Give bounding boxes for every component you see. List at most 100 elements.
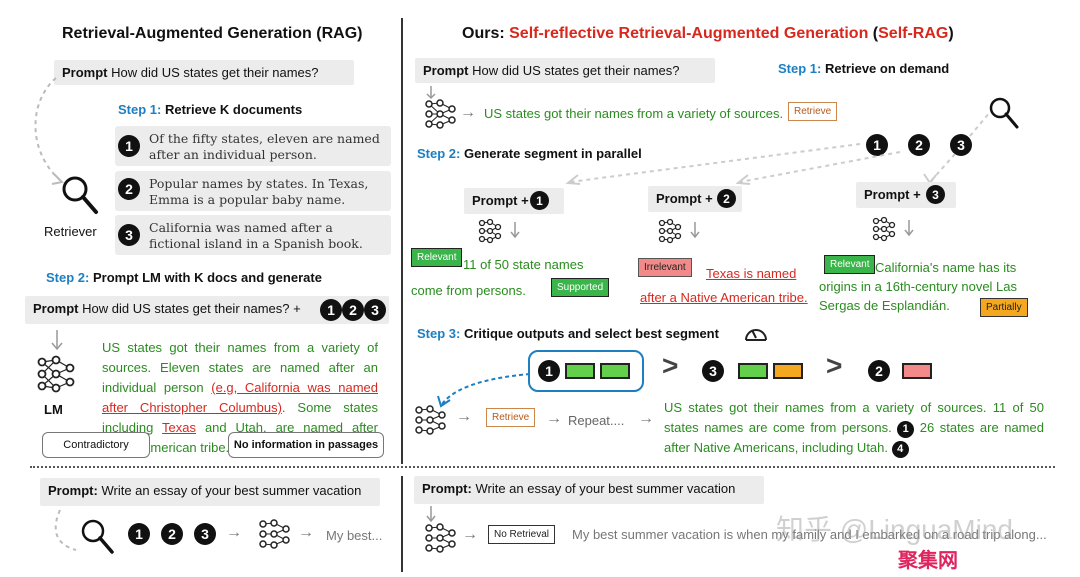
seg1-num: 1 bbox=[530, 191, 549, 210]
seg2-irrelevant-tag: Irrelevant bbox=[638, 258, 692, 277]
down-arrow bbox=[426, 86, 436, 100]
final-output: US states got their names from a variety… bbox=[664, 398, 1044, 458]
prompt-label: Prompt bbox=[62, 65, 108, 80]
prompt-label: Prompt bbox=[423, 63, 469, 78]
prompt-label: Prompt: bbox=[422, 481, 472, 496]
doc-num-3: 3 bbox=[118, 224, 140, 246]
gt-symbol-2: > bbox=[826, 350, 843, 381]
arrow-glyph: → bbox=[456, 408, 472, 425]
dashed-curve-arrow bbox=[34, 77, 65, 185]
selfrag-step3: Step 3: Critique outputs and select best… bbox=[417, 326, 719, 341]
search-icon bbox=[989, 97, 1019, 129]
no-info-tag: No information in passages bbox=[228, 432, 384, 458]
neural-network-icon bbox=[478, 218, 520, 244]
arrow-glyph: → bbox=[460, 104, 476, 121]
seg1-supported-tag: Supported bbox=[551, 278, 610, 297]
seg3-partially-tag: Partially bbox=[980, 298, 1028, 317]
rag-step1: Step 1: Retrieve K documents bbox=[118, 102, 302, 117]
prompt-text: How did US states get their names? bbox=[472, 63, 680, 78]
final-num-2: 4 bbox=[891, 440, 909, 458]
title-main: Self-reflective Retrieval-Augmented Gene… bbox=[509, 25, 869, 42]
step-label: Step 1: bbox=[118, 102, 162, 117]
prompt2-num-2: 2 bbox=[342, 299, 364, 321]
down-arrow bbox=[51, 330, 63, 351]
title-prefix: Ours: bbox=[462, 25, 505, 42]
step-text: Critique outputs and select best segment bbox=[463, 326, 719, 341]
retrieve-tag-2: Retrieve bbox=[486, 408, 536, 427]
arrow-glyph: → bbox=[462, 526, 478, 543]
prompt-text: How did US states get their names? bbox=[111, 65, 319, 80]
final-num-1: 1 bbox=[897, 420, 915, 438]
step2-num-2: 2 bbox=[908, 134, 930, 156]
retrieve-tag: Retrieve bbox=[788, 102, 838, 121]
arrow-glyph: → bbox=[638, 410, 654, 427]
bottom-left-prompt: Prompt: Write an essay of your best summ… bbox=[40, 478, 380, 506]
prompt-label: Prompt: bbox=[48, 483, 98, 498]
neural-network-icon bbox=[37, 355, 75, 393]
rag-step2: Step 2: Prompt LM with K docs and genera… bbox=[46, 270, 322, 285]
rank2-green-box bbox=[738, 363, 768, 379]
neural-network-icon bbox=[415, 405, 446, 435]
title-paren-close: ) bbox=[948, 25, 954, 42]
seg3-relevant-tag: Relevant bbox=[824, 255, 876, 274]
rank2-orange-box bbox=[773, 363, 803, 379]
bottom-num-2: 2 bbox=[161, 523, 183, 545]
rank2-num: 3 bbox=[702, 360, 724, 382]
seg3-text: California's name has its origins in a 1… bbox=[819, 260, 1018, 313]
step-text: Prompt LM with K docs and generate bbox=[92, 270, 322, 285]
doc-text: Popular names by states. In Texas, Emma … bbox=[149, 176, 369, 207]
blue-dashed-arrow bbox=[437, 373, 531, 408]
bottom-right-prompt: Prompt: Write an essay of your best summ… bbox=[414, 476, 764, 504]
prompt-text: Write an essay of your best summer vacat… bbox=[475, 481, 736, 496]
rag-doc-2: Popular names by states. In Texas, Emma … bbox=[115, 171, 391, 211]
gt-symbol-1: > bbox=[662, 350, 679, 381]
step-label: Step 3: bbox=[417, 326, 461, 341]
neural-network-icon bbox=[425, 523, 456, 553]
step-text: Generate segment in parallel bbox=[463, 146, 642, 161]
watermark-text: 知乎 @LinguaMind bbox=[776, 514, 1013, 545]
gauge-icon bbox=[745, 329, 767, 341]
rag-prompt-box: Prompt How did US states get their names… bbox=[54, 60, 354, 85]
prompt-plus: Prompt + bbox=[656, 191, 713, 206]
step-label: Step 2: bbox=[417, 146, 461, 161]
bottom-num-1: 1 bbox=[128, 523, 150, 545]
watermark-logo: 聚集网 bbox=[898, 550, 958, 572]
arrow-glyph: → bbox=[226, 524, 242, 541]
rank3-num: 2 bbox=[868, 360, 890, 382]
output-part-b: . Some states including bbox=[102, 400, 378, 435]
step-label: Step 1: bbox=[778, 61, 822, 76]
rank3-red-box bbox=[902, 363, 932, 379]
prompt-plus: Prompt + bbox=[472, 193, 529, 208]
output-red-1: (e.g, California was named after Christo… bbox=[102, 380, 378, 415]
doc-num-1: 1 bbox=[118, 135, 140, 157]
seg2-num: 2 bbox=[717, 189, 736, 208]
prompt-text: Write an essay of your best summer vacat… bbox=[101, 483, 362, 498]
seg3-num: 3 bbox=[926, 185, 945, 204]
repeat-text: Repeat.... bbox=[568, 413, 625, 428]
arrow-glyph: → bbox=[546, 410, 562, 427]
contradictory-tag: Contradictory bbox=[42, 432, 150, 458]
title-short: Self-RAG bbox=[878, 25, 949, 42]
seg1-text: 11 of 50 state names come from persons. bbox=[411, 257, 584, 298]
bottom-left-output: My best... bbox=[326, 528, 383, 543]
prompt-label: Prompt bbox=[33, 301, 79, 316]
doc-text: Of the fifty states, eleven are named af… bbox=[149, 131, 380, 162]
prompt2-num-3: 3 bbox=[364, 299, 386, 321]
step-text: Retrieve on demand bbox=[824, 61, 950, 76]
step-text: Retrieve K documents bbox=[164, 102, 303, 117]
rag-title: Retrieval-Augmented Generation (RAG) bbox=[62, 25, 363, 42]
best-segment-box bbox=[528, 350, 644, 392]
selfrag-step2: Step 2: Generate segment in parallel bbox=[417, 146, 642, 161]
arrow-glyph: → bbox=[298, 524, 314, 541]
neural-network-icon bbox=[872, 216, 914, 242]
rag-doc-1: Of the fifty states, eleven are named af… bbox=[115, 126, 391, 166]
vertical-divider bbox=[401, 18, 403, 464]
neural-network-icon bbox=[658, 218, 700, 244]
selfrag-step1: Step 1: Retrieve on demand bbox=[778, 61, 949, 76]
neural-network-icon bbox=[425, 99, 456, 129]
prompt2-num-1: 1 bbox=[320, 299, 342, 321]
seg1-prompt: Prompt + bbox=[464, 188, 564, 214]
neural-network-icon bbox=[259, 519, 290, 549]
down-arrow bbox=[426, 506, 436, 523]
doc-num-2: 2 bbox=[118, 178, 140, 200]
